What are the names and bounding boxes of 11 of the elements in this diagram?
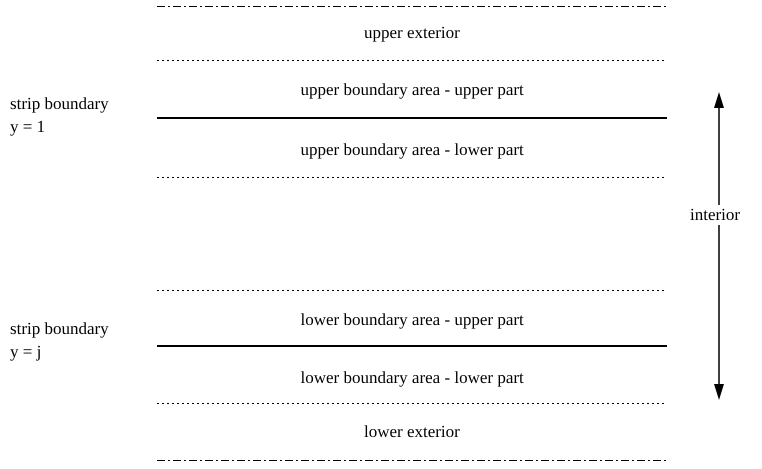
equation-label: y = j [10,342,42,362]
boundary-label: strip boundary [10,319,109,339]
equation-label: y = 1 [10,117,46,137]
region-label: lower exterior [364,422,460,442]
region-label: lower boundary area - lower part [300,368,524,388]
region-label: upper boundary area - upper part [300,80,524,100]
region-label: upper exterior [364,23,460,43]
boundary-label: strip boundary [10,94,109,114]
dimension-label: interior [690,205,740,225]
region-label: upper boundary area - lower part [300,140,524,160]
region-label: lower boundary area - upper part [300,310,524,330]
